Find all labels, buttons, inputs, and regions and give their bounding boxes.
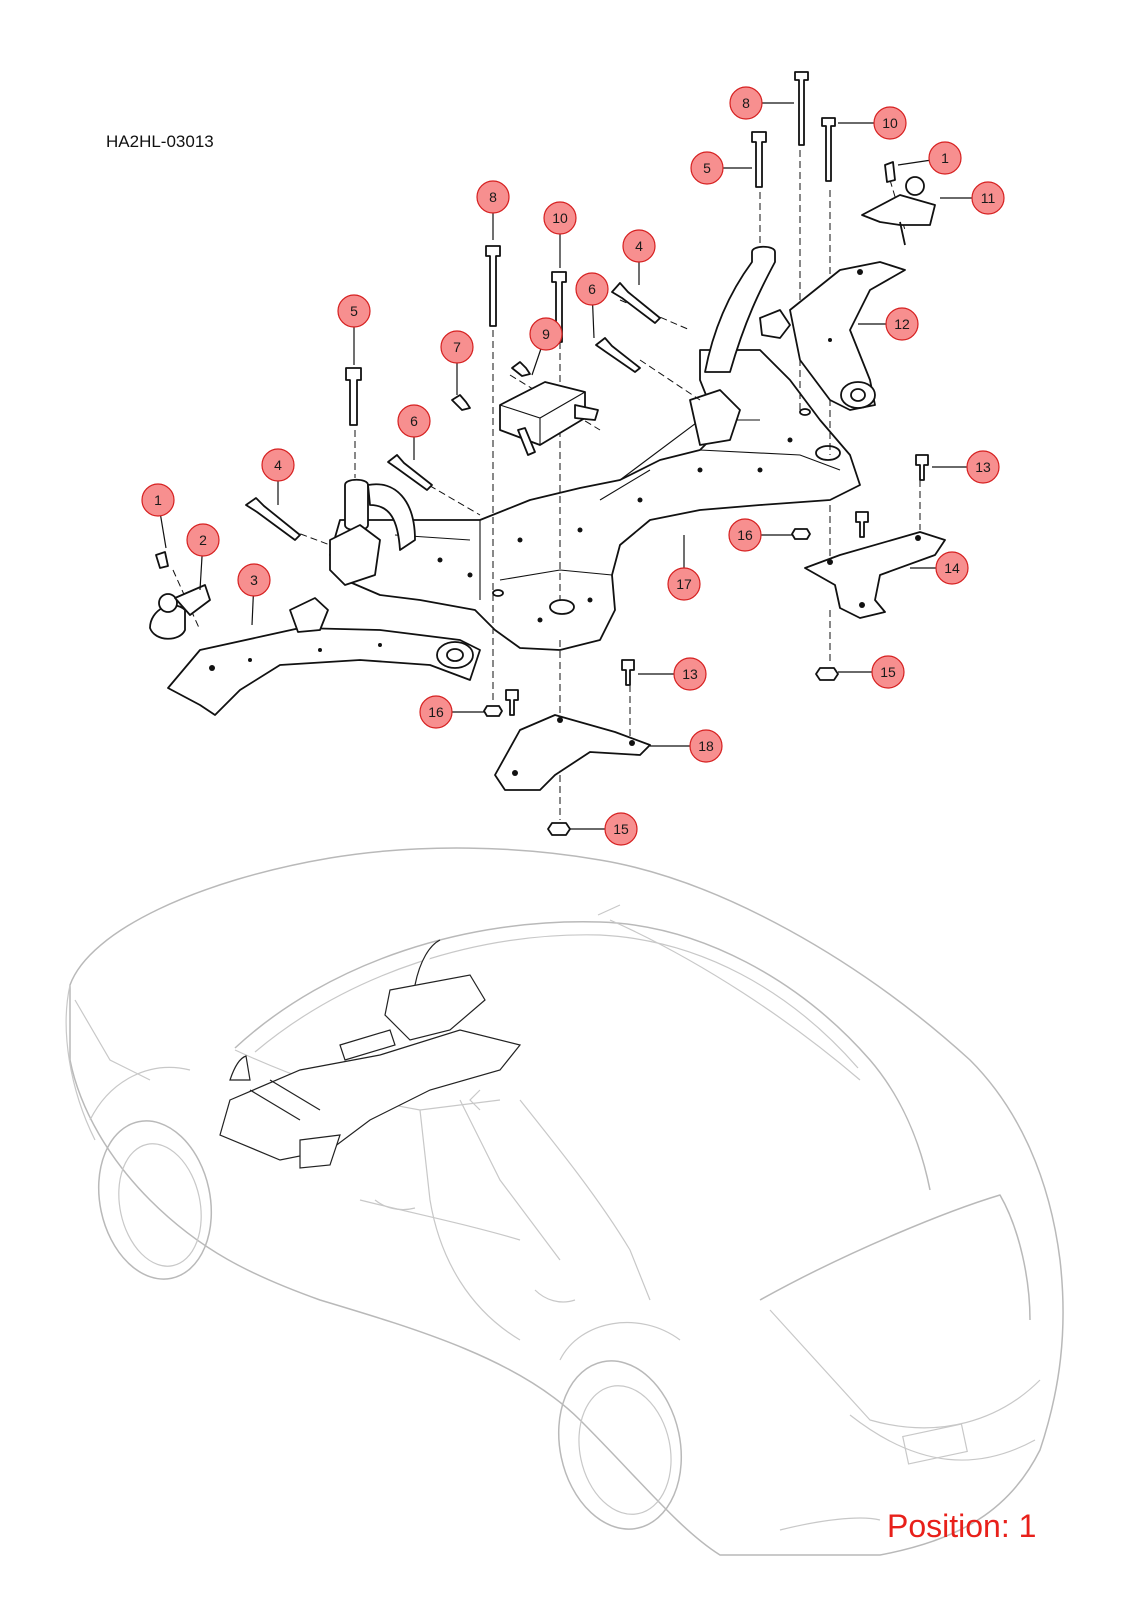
callout-16: 16 [728, 518, 792, 552]
callout-circle [337, 294, 371, 328]
callout-number: 8 [742, 95, 750, 111]
callout-circle [261, 448, 295, 482]
callout-17: 17 [667, 535, 701, 601]
callout-circle [873, 106, 907, 140]
callout-number: 17 [676, 576, 692, 592]
electronic-module-bracket [499, 381, 599, 456]
front-subframe [172, 150, 921, 820]
callout-10: 10 [543, 201, 577, 268]
callout-number: 2 [199, 532, 207, 548]
callout-circle [935, 551, 969, 585]
callout-12: 12 [858, 307, 919, 341]
callout-number: 13 [975, 459, 991, 475]
stiffener-plate-right [804, 531, 946, 619]
callout-14: 14 [910, 551, 969, 585]
callout-number: 5 [350, 303, 358, 319]
callout-circle [186, 523, 220, 557]
callout-16: 16 [419, 695, 484, 729]
callout-number: 6 [410, 413, 418, 429]
callout-3: 3 [237, 563, 271, 626]
callout-number: 8 [489, 189, 497, 205]
callout-8: 8 [729, 86, 794, 120]
mini-subframe-location [219, 939, 522, 1169]
callout-number: 18 [698, 738, 714, 754]
callout-15: 15 [838, 655, 905, 689]
callout-number: 4 [274, 457, 282, 473]
callout-11: 11 [940, 181, 1005, 215]
callout-1: 1 [141, 483, 175, 549]
callout-circle [728, 518, 762, 552]
callout-circle [689, 729, 723, 763]
callout-number: 1 [941, 150, 949, 166]
position-label: Position: 1 [887, 1508, 1037, 1544]
callout-18: 18 [650, 729, 723, 763]
callout-circle [885, 307, 919, 341]
callout-10: 10 [838, 106, 907, 140]
fasteners [155, 71, 929, 836]
callout-7: 7 [440, 330, 474, 395]
callout-circle [604, 812, 638, 846]
callout-number: 5 [703, 160, 711, 176]
callout-9: 9 [529, 317, 563, 376]
callout-6: 6 [397, 404, 431, 460]
callout-number: 14 [944, 560, 960, 576]
callout-circle [667, 567, 701, 601]
callout-number: 3 [250, 572, 258, 588]
callout-circle [237, 563, 271, 597]
callout-circle [529, 317, 563, 351]
stiffener-plate-left [494, 714, 651, 791]
callout-1: 1 [897, 141, 962, 175]
callout-circle [690, 151, 724, 185]
callout-circle [971, 181, 1005, 215]
lower-control-arm-right [759, 261, 906, 411]
vehicle-outline [65, 847, 1064, 1556]
callout-number: 9 [542, 326, 550, 342]
callout-circle [543, 201, 577, 235]
callout-circle [928, 141, 962, 175]
callout-13: 13 [932, 450, 1000, 484]
reference-code: HA2HL-03013 [106, 132, 214, 151]
callout-number: 15 [880, 664, 896, 680]
callout-5: 5 [337, 294, 371, 365]
callout-6: 6 [575, 272, 609, 339]
ball-joint-left [149, 584, 211, 640]
callout-number: 4 [635, 238, 643, 254]
callout-number: 15 [613, 821, 629, 837]
callout-circle [141, 483, 175, 517]
callout-8: 8 [476, 180, 510, 240]
callout-number: 12 [894, 316, 910, 332]
callout-circle [871, 655, 905, 689]
callout-number: 6 [588, 281, 596, 297]
callout-5: 5 [690, 151, 752, 185]
callout-circle [729, 86, 763, 120]
callout-circle [476, 180, 510, 214]
callout-circle [419, 695, 453, 729]
lower-control-arm-left [167, 597, 481, 716]
callout-circle [575, 272, 609, 306]
callout-number: 13 [682, 666, 698, 682]
callout-circle [673, 657, 707, 691]
callout-number: 16 [737, 527, 753, 543]
callout-circle [440, 330, 474, 364]
callout-circle [397, 404, 431, 438]
ball-joint-right [861, 176, 936, 246]
callout-circle [966, 450, 1000, 484]
callout-number: 10 [552, 210, 568, 226]
callout-2: 2 [186, 523, 220, 591]
callout-15: 15 [570, 812, 638, 846]
callout-number: 11 [981, 190, 996, 206]
callout-number: 10 [882, 115, 898, 131]
callout-number: 7 [453, 339, 461, 355]
callout-number: 16 [428, 704, 444, 720]
callout-13: 13 [638, 657, 707, 691]
callout-4: 4 [261, 448, 295, 505]
callout-circle [622, 229, 656, 263]
callout-number: 1 [154, 492, 162, 508]
callout-4: 4 [622, 229, 656, 285]
